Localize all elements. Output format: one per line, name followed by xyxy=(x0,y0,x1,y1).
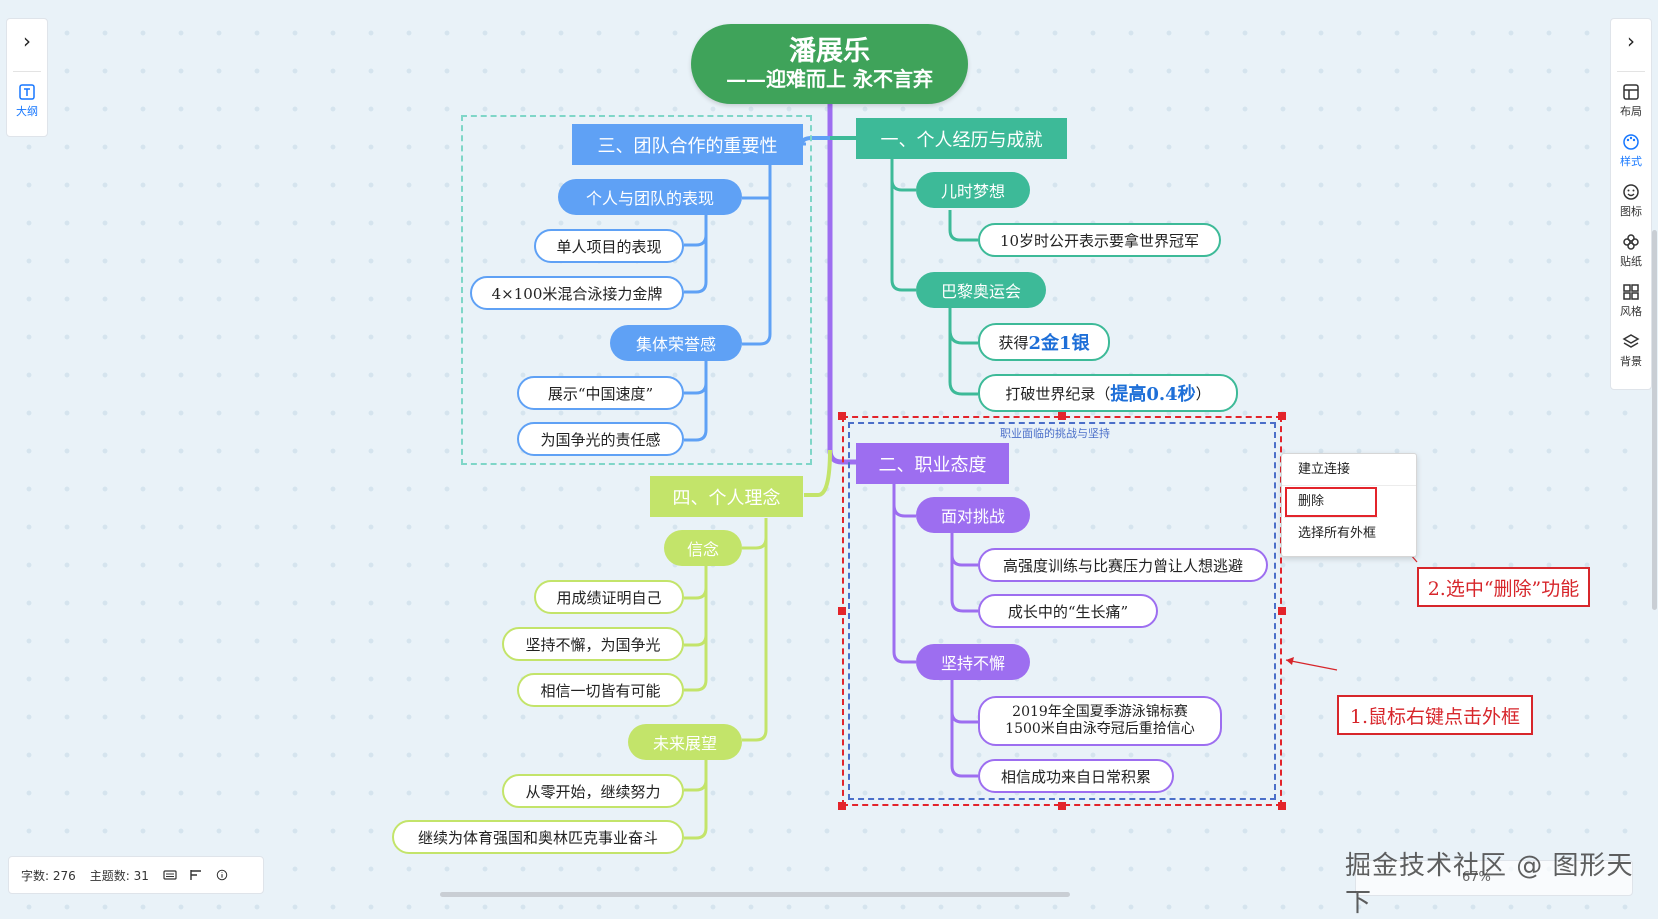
b4-sub-future-outlook[interactable]: 未来展望 xyxy=(628,724,742,760)
b2-sub-perseverance[interactable]: 坚持不懈 xyxy=(916,644,1030,680)
b3-sub-individual-team[interactable]: 个人与团队的表现 xyxy=(558,179,742,215)
menu-item-select-all-frames[interactable]: 选择所有外框 xyxy=(1298,526,1377,541)
frame-handle-bl[interactable] xyxy=(838,802,846,810)
medals-prefix: 获得 xyxy=(998,333,1029,352)
menu-item-delete[interactable]: 删除 xyxy=(1284,486,1378,518)
status-bar: 字数: 276 主题数: 31 xyxy=(8,856,264,894)
b1-leaf-world-record[interactable]: 打破世界纪录（提高0.4秒） xyxy=(978,374,1238,412)
tool-theme[interactable]: 风格 xyxy=(1611,283,1651,319)
b4-leaf-olympic-career[interactable]: 继续为体育强国和奥林匹克事业奋斗 xyxy=(392,820,684,854)
b4-leaf-start-from-zero[interactable]: 从零开始，继续努力 xyxy=(502,774,684,808)
medals-highlight: 2金1银 xyxy=(1028,333,1090,354)
tool-style-label: 样式 xyxy=(1620,155,1642,168)
b1-sub-paris-olympics[interactable]: 巴黎奥运会 xyxy=(916,272,1046,308)
outline-label: 大纲 xyxy=(16,105,38,118)
frame-label[interactable]: 职业面临的挑战与坚持 xyxy=(1000,427,1110,440)
tool-icon-label: 图标 xyxy=(1620,205,1642,218)
championship-line-2: 1500米自由泳夺冠后重拾信心 xyxy=(1005,721,1195,737)
b1-leaf-dream-1[interactable]: 10岁时公开表示要拿世界冠军 xyxy=(978,223,1221,257)
info-icon[interactable] xyxy=(215,869,229,881)
tool-background-label: 背景 xyxy=(1620,355,1642,368)
grid-icon xyxy=(1623,284,1639,300)
layout-icon xyxy=(1623,84,1639,100)
b1-sub-childhood-dream[interactable]: 儿时梦想 xyxy=(916,172,1030,208)
zoom-percent: 67% xyxy=(1462,870,1491,885)
b2-leaf-growing-pains[interactable]: 成长中的“生长痛” xyxy=(978,594,1158,628)
layers-icon xyxy=(1622,334,1640,348)
tool-sticker[interactable]: 贴纸 xyxy=(1611,233,1651,269)
branch-1-node[interactable]: 一、个人经历与成就 xyxy=(856,118,1067,159)
b3-leaf-individual[interactable]: 单人项目的表现 xyxy=(534,229,684,263)
annotation-step-1: 1.鼠标右键点击外框 xyxy=(1337,695,1533,735)
tool-theme-label: 风格 xyxy=(1620,305,1642,318)
annotation-step-2: 2.选中“删除”功能 xyxy=(1417,567,1590,607)
frame-handle-tm[interactable] xyxy=(1058,412,1066,420)
championship-line-1: 2019年全国夏季游泳锦标赛 xyxy=(1012,704,1188,720)
context-menu[interactable]: 建立连接 删除 选择所有外框 xyxy=(1281,453,1417,557)
expand-chevron-icon[interactable]: › xyxy=(23,29,31,53)
record-highlight: 提高0.4秒 xyxy=(1110,384,1196,405)
right-panel: › 布局 样式 图标 贴纸 风格 背景 xyxy=(1610,18,1652,390)
branch-4-node[interactable]: 四、个人理念 xyxy=(650,476,803,517)
frame-handle-bm[interactable] xyxy=(1058,802,1066,810)
palette-icon xyxy=(1623,134,1639,150)
smiley-icon xyxy=(1623,184,1639,200)
horizontal-scrollbar[interactable] xyxy=(440,892,1070,897)
team-section-frame[interactable] xyxy=(461,115,812,465)
b3-leaf-responsibility[interactable]: 为国争光的责任感 xyxy=(517,422,684,456)
watermark: 掘金技术社区 @ 图形天下 xyxy=(1345,851,1634,918)
vertical-scrollbar[interactable] xyxy=(1652,230,1657,610)
tool-sticker-label: 贴纸 xyxy=(1620,255,1642,268)
b3-leaf-relay-gold[interactable]: 4×100米混合泳接力金牌 xyxy=(470,276,684,310)
collapse-chevron-icon[interactable]: › xyxy=(1627,29,1635,53)
word-count: 字数: 276 xyxy=(21,868,76,883)
zoom-controls[interactable]: 67% xyxy=(1355,860,1633,896)
root-subtitle: ——迎难而上 永不言弃 xyxy=(726,67,933,91)
b2-sub-facing-challenges[interactable]: 面对挑战 xyxy=(916,497,1030,533)
record-prefix: 打破世界纪录（ xyxy=(1005,384,1111,403)
frame-handle-tl[interactable] xyxy=(838,412,846,420)
keyboard-icon[interactable] xyxy=(163,869,177,881)
tool-icon[interactable]: 图标 xyxy=(1611,183,1651,219)
record-suffix: ） xyxy=(1195,384,1211,403)
frame-handle-mr[interactable] xyxy=(1278,607,1286,615)
left-panel: › 大纲 xyxy=(6,18,48,137)
selected-frame-inner[interactable] xyxy=(848,422,1276,800)
right-panel-divider xyxy=(1617,71,1645,72)
branch-3-node[interactable]: 三、团队合作的重要性 xyxy=(572,124,803,165)
b3-leaf-china-speed[interactable]: 展示“中国速度” xyxy=(517,376,684,410)
frame-handle-tr[interactable] xyxy=(1278,412,1286,420)
branch-2-node[interactable]: 二、职业态度 xyxy=(856,443,1009,484)
b4-leaf-prove-yourself[interactable]: 用成绩证明自己 xyxy=(534,580,684,614)
b2-leaf-daily-accumulation[interactable]: 相信成功来自日常积累 xyxy=(978,759,1174,793)
menu-item-create-link[interactable]: 建立连接 xyxy=(1282,454,1416,486)
b2-leaf-pressure[interactable]: 高强度训练与比赛压力曾让人想逃避 xyxy=(978,548,1268,582)
flower-icon xyxy=(1623,234,1639,250)
structure-icon[interactable] xyxy=(189,869,203,881)
b4-leaf-anything-possible[interactable]: 相信一切皆有可能 xyxy=(517,673,684,707)
tool-style[interactable]: 样式 xyxy=(1611,133,1651,169)
b4-sub-belief[interactable]: 信念 xyxy=(664,530,742,566)
b4-leaf-persist[interactable]: 坚持不懈，为国争光 xyxy=(502,627,684,661)
frame-handle-br[interactable] xyxy=(1278,802,1286,810)
left-panel-divider xyxy=(13,71,41,72)
root-node[interactable]: 潘展乐 ——迎难而上 永不言弃 xyxy=(691,24,968,104)
tool-background[interactable]: 背景 xyxy=(1611,333,1651,369)
topic-count: 主题数: 31 xyxy=(89,868,149,883)
outline-button[interactable]: 大纲 xyxy=(7,83,47,119)
b2-leaf-championship[interactable]: 2019年全国夏季游泳锦标赛 1500米自由泳夺冠后重拾信心 xyxy=(978,696,1222,746)
tool-layout-label: 布局 xyxy=(1620,105,1642,118)
frame-handle-ml[interactable] xyxy=(838,607,846,615)
root-title: 潘展乐 xyxy=(789,36,870,67)
b3-sub-collective-honor[interactable]: 集体荣誉感 xyxy=(610,325,742,361)
tool-layout[interactable]: 布局 xyxy=(1611,83,1651,119)
outline-icon xyxy=(19,84,35,100)
